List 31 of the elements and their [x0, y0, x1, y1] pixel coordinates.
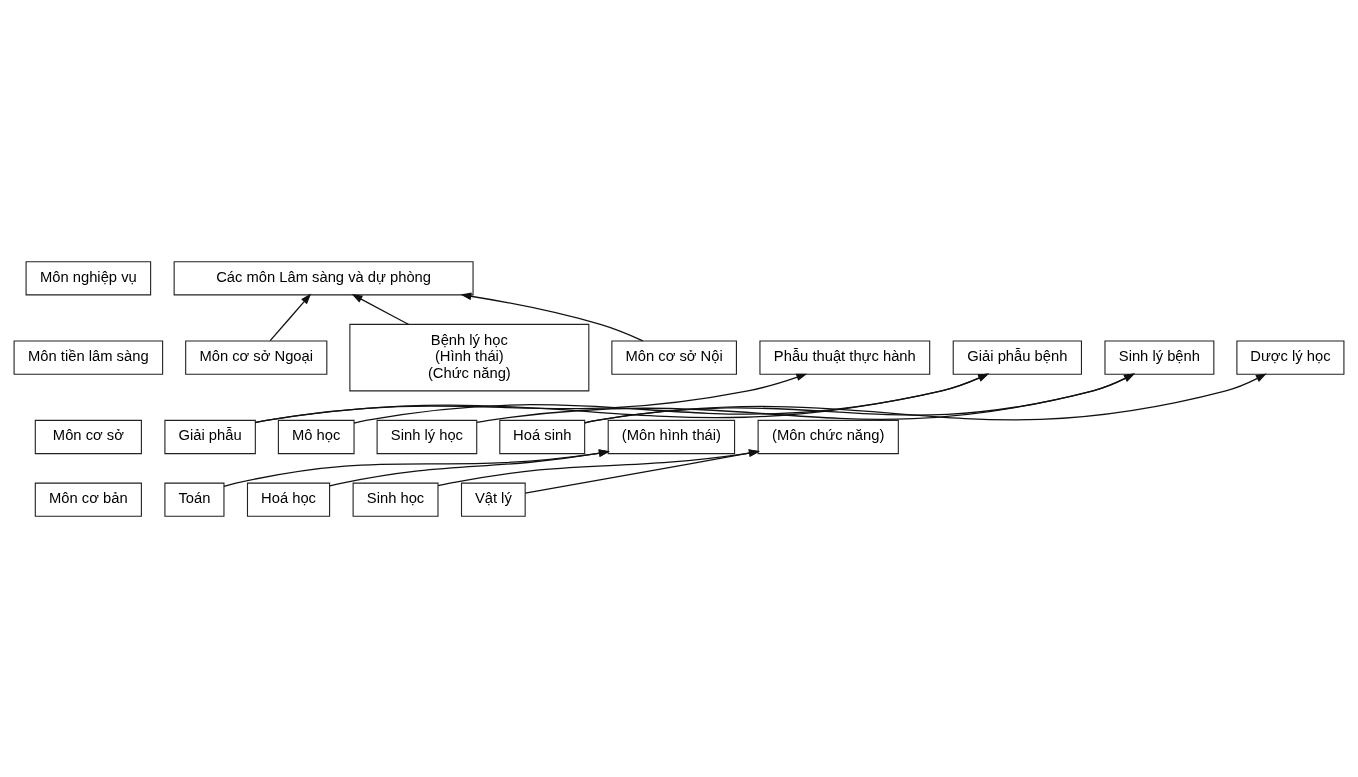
node-box: Sinh học	[352, 482, 439, 517]
arrow	[269, 293, 312, 341]
node-box: Môn cơ sở	[34, 419, 142, 454]
arrow	[460, 292, 644, 342]
node-box: Vật lý	[460, 482, 526, 517]
arrow	[584, 372, 1267, 423]
node-box: (Môn hình thái)	[607, 419, 736, 454]
node-box: Môn tiền lâm sàng	[13, 339, 164, 375]
node-box: Hoá học	[246, 482, 331, 517]
node-box: Sinh lý bệnh	[1104, 339, 1215, 375]
node-box: Môn cơ bản	[34, 482, 142, 517]
node-box: Bệnh lý học (Hình thái) (Chức năng)	[349, 323, 590, 391]
node-box: Sinh lý học	[376, 419, 478, 454]
arrow	[351, 293, 410, 325]
node-box: Môn cơ sở Nội	[611, 339, 737, 375]
arrow	[476, 372, 1135, 423]
arrow	[524, 448, 760, 494]
arrow	[437, 448, 760, 486]
node-box: (Môn chức năng)	[757, 419, 899, 454]
node-box: Mô học	[277, 419, 355, 454]
node-box: Môn nghiệp vụ	[25, 260, 152, 295]
arrow	[223, 448, 610, 487]
node-box: Toán	[164, 482, 225, 517]
node-box: Hoá sinh	[499, 419, 586, 454]
node-box: Giải phẫu	[164, 419, 256, 454]
node-box: Môn cơ sở Ngoại	[185, 339, 328, 375]
node-box: Giải phẫu bệnh	[952, 339, 1082, 375]
node-box: Các môn Lâm sàng và dự phòng	[173, 260, 474, 295]
node-box: Dược lý học	[1236, 339, 1345, 375]
node-box: Phẫu thuật thực hành	[759, 339, 931, 375]
arrow	[329, 448, 610, 487]
